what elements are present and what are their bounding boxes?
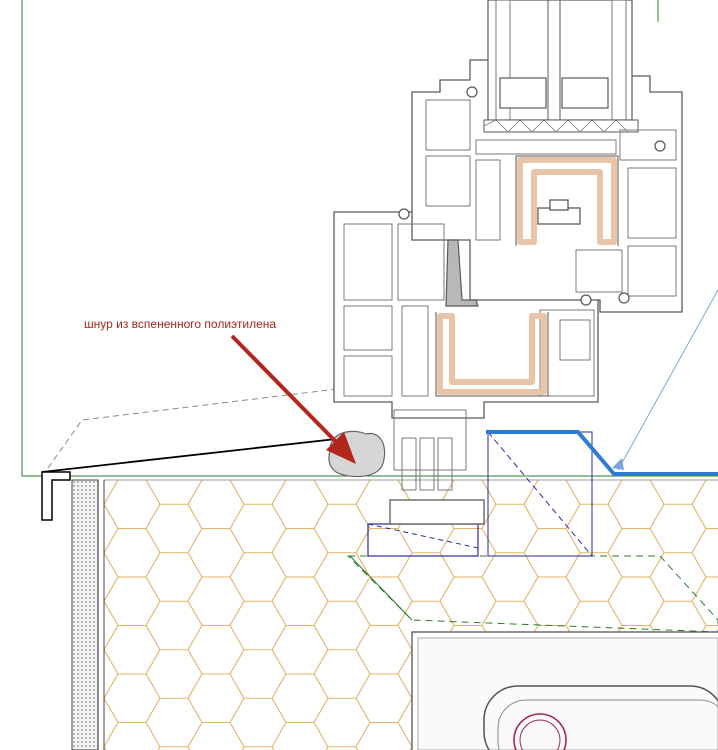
wall-lining <box>71 479 105 750</box>
annotation: шнур из вспененного полиэтилена <box>84 317 356 464</box>
annotation-arrow-shaft <box>230 334 342 448</box>
wall-outline <box>21 0 718 477</box>
sill-plate-outline <box>346 555 718 633</box>
sill-end-cap <box>41 387 346 521</box>
concrete-block <box>411 631 718 750</box>
membrane <box>486 289 718 476</box>
annotation-label: шнур из вспененного полиэтилена <box>84 317 276 331</box>
window-frame-profile <box>333 0 683 525</box>
annotation-arrow-head <box>326 432 356 464</box>
